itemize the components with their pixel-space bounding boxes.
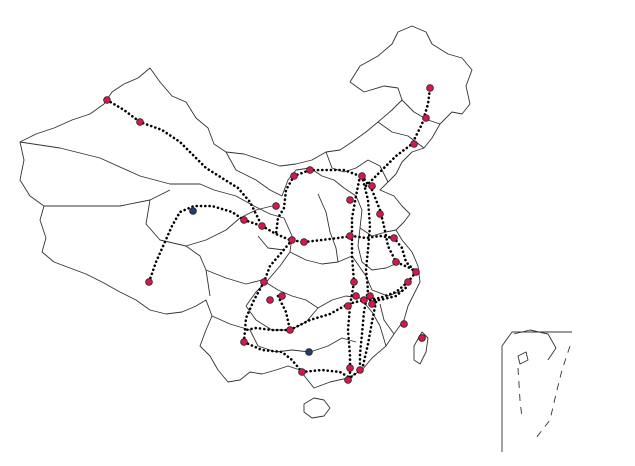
city-marker-yinchuan: [272, 202, 280, 210]
city-marker-taipei: [418, 334, 426, 342]
province-border: [44, 189, 171, 207]
route-line: [360, 174, 418, 274]
city-marker-guangzhou: [346, 364, 354, 372]
route-line: [274, 174, 296, 236]
route-line: [364, 284, 410, 302]
route-line: [292, 168, 362, 178]
city-marker-shenyang: [410, 140, 418, 148]
route-line: [276, 294, 292, 332]
province-border: [305, 295, 361, 323]
city-marker-huaihua: [266, 296, 274, 304]
country-border: [19, 25, 473, 389]
province-border: [359, 297, 387, 347]
province-border: [351, 255, 405, 297]
city-marker-urumqi: [103, 96, 111, 104]
province-border: [257, 235, 285, 251]
city-marker-tianjin: [368, 182, 376, 190]
city-marker-liuzhou: [305, 348, 313, 356]
province-border: [213, 189, 285, 219]
city-marker-jinan: [376, 210, 384, 218]
island-border: [303, 397, 331, 419]
city-marker-fuzhou: [400, 320, 408, 328]
city-marker-xian: [288, 236, 296, 244]
city-marker-nanning: [298, 368, 306, 376]
province-border: [261, 279, 319, 309]
province-border: [317, 193, 339, 263]
route-line: [260, 224, 306, 244]
route-line: [346, 174, 362, 380]
province-border: [289, 251, 353, 265]
city-marker-xining: [240, 216, 248, 224]
city-marker-shanghai: [412, 268, 420, 276]
province-border: [343, 187, 363, 229]
city-marker-harbin: [426, 84, 434, 92]
province-border: [225, 151, 283, 197]
province-border: [245, 217, 293, 307]
province-border: [291, 337, 357, 353]
city-marker-chengdu: [260, 278, 268, 286]
city-marker-hengyang: [352, 292, 360, 300]
city-marker-zhuzhou: [360, 296, 368, 304]
route-line: [302, 234, 418, 274]
route-line: [147, 204, 246, 284]
city-marker-hohhot: [290, 172, 298, 180]
route-line: [242, 280, 266, 344]
city-marker-shijiazhuang: [346, 196, 354, 204]
city-marker-ganzhou: [368, 300, 376, 308]
province-border: [325, 151, 369, 173]
city-marker-chongqing: [278, 292, 286, 300]
route-line: [364, 86, 432, 188]
route-line: [242, 340, 304, 374]
city-markers: [103, 84, 434, 384]
city-marker-lhasa: [145, 278, 153, 286]
city-marker-turpan: [136, 118, 144, 126]
city-marker-nanchang: [366, 292, 374, 300]
railway-routes: [105, 86, 432, 380]
province-border: [367, 159, 389, 183]
province-border: [205, 269, 263, 285]
city-marker-zhengzhou: [346, 232, 354, 240]
city-marker-shenzhen: [356, 366, 364, 374]
city-marker-nanjing: [392, 258, 400, 266]
city-marker-guiyang: [286, 326, 294, 334]
route-line: [262, 238, 294, 284]
city-marker-changsha: [344, 302, 352, 310]
route-line: [105, 98, 264, 228]
route-line: [244, 270, 418, 332]
province-border: [309, 167, 345, 189]
south-china-sea-inset: [501, 329, 572, 452]
province-border: [185, 205, 273, 247]
province-border: [19, 141, 215, 191]
province-border: [211, 315, 293, 353]
province-border: [359, 227, 397, 237]
city-marker-baotou: [306, 166, 314, 174]
island-border: [413, 331, 429, 365]
city-marker-wuhan: [350, 278, 358, 286]
route-line: [358, 174, 372, 372]
city-marker-xuzhou: [390, 234, 398, 242]
city-marker-changchun: [422, 114, 430, 122]
city-marker-zhanjiang: [344, 376, 352, 384]
city-marker-lanzhou: [258, 222, 266, 230]
route-line: [300, 368, 362, 380]
city-marker-hangzhou: [404, 278, 412, 286]
city-marker-kunming: [240, 338, 248, 346]
province-border: [401, 99, 441, 125]
route-line: [360, 300, 378, 372]
city-marker-baoji: [300, 238, 308, 246]
city-marker-beijing: [358, 172, 366, 180]
city-marker-golmud: [189, 207, 197, 215]
province-border: [379, 303, 395, 335]
